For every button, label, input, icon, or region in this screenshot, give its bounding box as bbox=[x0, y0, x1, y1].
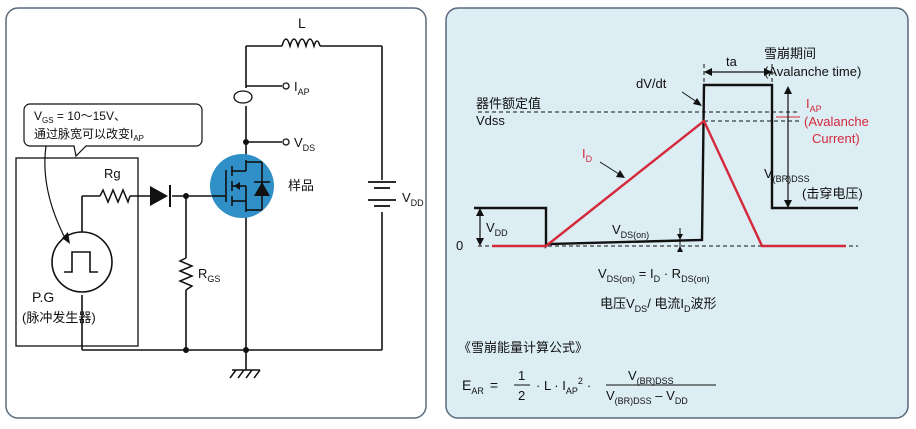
formula-den1: 2 bbox=[518, 388, 525, 403]
formula-den2: V(BR)DSS – VDD bbox=[606, 388, 688, 406]
vbr-arrow-bottom bbox=[784, 200, 792, 208]
junction-dot bbox=[183, 347, 189, 353]
diode-icon bbox=[150, 185, 171, 207]
callout-bubble bbox=[23, 103, 203, 158]
waveform-caption: 电压VDS/ 电流ID波形 bbox=[600, 296, 717, 314]
vds-waveform bbox=[474, 83, 858, 249]
formula-mid: · L · IAP2· bbox=[536, 376, 591, 396]
formula-num1: 1 bbox=[518, 368, 525, 383]
junction-dot bbox=[243, 347, 249, 353]
zero-label: 0 bbox=[456, 238, 463, 253]
avalanche-period-en: (Avalanche time) bbox=[764, 64, 861, 79]
ground-icon bbox=[229, 369, 261, 379]
ta-arrow-left bbox=[704, 68, 712, 76]
vdson-arrow-down bbox=[677, 234, 683, 240]
avalanche-current-1: (Avalanche bbox=[804, 114, 869, 129]
avalanche-current-2: Current) bbox=[812, 131, 860, 146]
waveform-panel-frame bbox=[445, 7, 909, 419]
vdd-arrow-bottom bbox=[476, 238, 484, 246]
vdson-label: VDS(on) bbox=[612, 222, 649, 240]
junction-dot bbox=[183, 193, 189, 199]
id-wave-label: ID bbox=[582, 146, 593, 164]
vdd-wave-label: VDD bbox=[486, 220, 508, 238]
junction-dot bbox=[243, 139, 249, 145]
callout-arrowhead bbox=[62, 232, 70, 244]
rated-value-cn: 器件额定值 bbox=[476, 96, 541, 111]
vbr-arrow-top bbox=[784, 86, 792, 94]
id-arrowhead bbox=[616, 170, 625, 178]
callout-arrow bbox=[44, 145, 67, 241]
vds-terminal-icon bbox=[282, 138, 290, 146]
iap-label: IAP bbox=[294, 79, 310, 97]
circuit-panel-frame bbox=[5, 7, 427, 419]
sample-label: 样品 bbox=[288, 178, 314, 193]
breakdown-cn: (击穿电压) bbox=[802, 186, 863, 201]
pulse-waveform-icon bbox=[64, 251, 98, 273]
rated-value-en: Vdss bbox=[476, 113, 505, 128]
ta-label: ta bbox=[726, 54, 738, 69]
battery-icon bbox=[368, 181, 396, 207]
formula-num2: V(BR)DSS bbox=[628, 368, 674, 386]
vds-label: VDS bbox=[294, 135, 315, 153]
mosfet-icon bbox=[210, 154, 274, 218]
dvdt-arrowhead bbox=[693, 98, 702, 106]
avalanche-period-cn: 雪崩期间 bbox=[764, 46, 816, 61]
formula-ear: EAR= bbox=[462, 377, 498, 396]
waveform-panel: ta 雪崩期间 (Avalanche time) dV/dt 器件额定值 Vds… bbox=[445, 7, 909, 419]
callout-line2: 通过脉宽可以改变IAP bbox=[34, 126, 144, 143]
inductor-coil bbox=[281, 38, 321, 49]
rgs-label: RGS bbox=[198, 266, 220, 284]
rg-label: Rg bbox=[104, 166, 121, 181]
rgs-resistor-icon bbox=[178, 257, 194, 291]
formula-title: 《雪崩能量计算公式》 bbox=[458, 340, 588, 355]
vdson-equation: VDS(on) = ID · RDS(on) bbox=[598, 266, 710, 284]
vbr-label: V(BR)DSS bbox=[764, 166, 810, 184]
id-waveform bbox=[492, 119, 846, 248]
rg-resistor-icon bbox=[99, 188, 131, 205]
circuit-wires bbox=[81, 45, 383, 370]
pg-label: P.G bbox=[32, 289, 54, 305]
vdd-source-label: VDD bbox=[402, 190, 424, 208]
iap-wave-label: IAP bbox=[806, 96, 822, 114]
callout-line1: VGS = 10～15V、 bbox=[34, 109, 126, 125]
pg-desc: (脉冲发生器) bbox=[22, 310, 96, 325]
current-probe-icon bbox=[233, 90, 253, 104]
ta-arrow-right bbox=[764, 68, 772, 76]
dvdt-label: dV/dt bbox=[636, 76, 667, 91]
vdd-arrow-top bbox=[476, 208, 484, 216]
inductor-label: L bbox=[298, 15, 306, 31]
pulse-generator-box bbox=[15, 157, 139, 347]
vdson-arrow-up bbox=[677, 246, 683, 252]
iap-terminal-icon bbox=[282, 82, 290, 90]
circuit-panel: L IAP VDS bbox=[5, 7, 427, 419]
pulse-generator-icon bbox=[51, 231, 113, 293]
